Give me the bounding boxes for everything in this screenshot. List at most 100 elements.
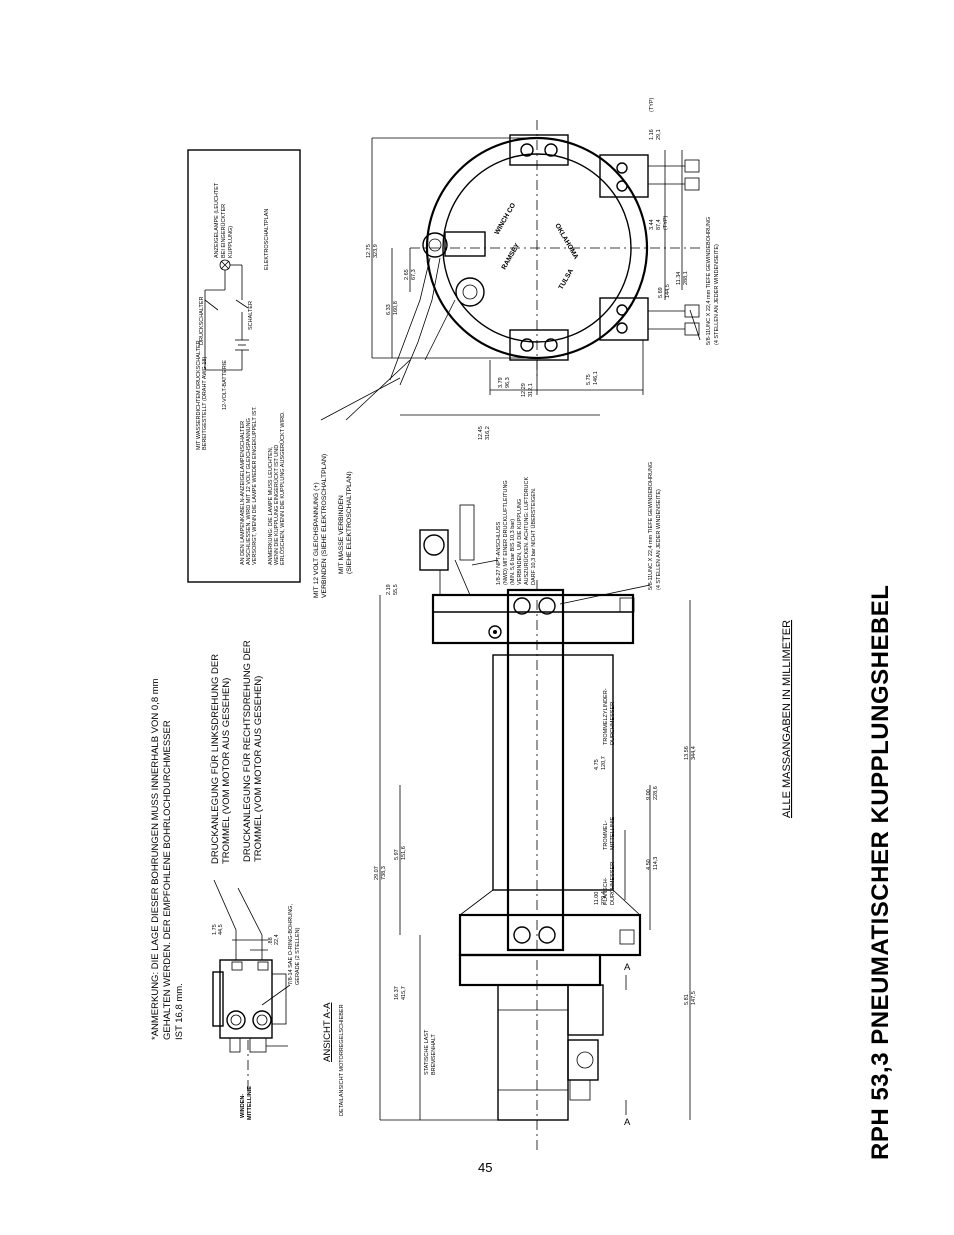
svg-text:WENN DIE KUPPLUNG EINGERÜCKT I: WENN DIE KUPPLUNG EINGERÜCKT IST UND (273, 445, 280, 565)
svg-text:MITTELLINIE: MITTELLINIE (610, 816, 616, 850)
svg-text:VERBINDEN, UM DIE KUPPLUNG: VERBINDEN, UM DIE KUPPLUNG (517, 499, 523, 585)
svg-text:(SIEHE ELEKTROSCHALTPLAN): (SIEHE ELEKTROSCHALTPLAN) (346, 471, 353, 574)
svg-text:AN DEN LAMPENKABELN-ANZEIGELAM: AN DEN LAMPENKABELN-ANZEIGELAMPENSCHALTE… (240, 421, 246, 565)
svg-text:12.29: 12.29 (521, 383, 527, 397)
svg-text:RAMSEY: RAMSEY (501, 242, 522, 271)
svg-text:WINCH CO: WINCH CO (494, 202, 518, 236)
svg-text:738,3: 738,3 (381, 866, 387, 880)
svg-text:*ANMERKUNG: DIE LAGE DIESER BO: *ANMERKUNG: DIE LAGE DIESER BOHRUNGEN MU… (150, 678, 161, 1040)
svg-text:279,4: 279,4 (601, 891, 607, 905)
svg-text:TULSA: TULSA (558, 268, 575, 291)
svg-text:MIT MASSE VERBINDEN: MIT MASSE VERBINDEN (338, 495, 345, 574)
svg-text:228,6: 228,6 (653, 786, 659, 800)
svg-text:3.44: 3.44 (649, 219, 655, 230)
svg-text:(MIN. 5,6 bar BIS 10,3 bar): (MIN. 5,6 bar BIS 10,3 bar) (510, 519, 516, 585)
svg-text:STATISCHE LAST: STATISCHE LAST (424, 1029, 430, 1075)
svg-text:DARF 10,3 bar NICHT ÜBERSTEIGE: DARF 10,3 bar NICHT ÜBERSTEIGEN. (530, 487, 537, 585)
svg-text:1.75: 1.75 (212, 924, 218, 935)
svg-text:.88: .88 (268, 937, 274, 945)
svg-text:67,3: 67,3 (411, 269, 417, 280)
winch-end-view: RAMSEY WINCH CO TULSA OKLAHOMA (389, 120, 700, 386)
svg-text:SCHALTER: SCHALTER (248, 301, 254, 330)
thread-bottom-note: 5/8-11UNC X 22,4 mm TIEFE GEWINDEBOHRUNG… (559, 462, 662, 605)
svg-text:1/8-27 NPT-ANSCHLUSS: 1/8-27 NPT-ANSCHLUSS (496, 521, 502, 585)
svg-text:ANMERKUNG: DIE LAMPE MUSS LEUC: ANMERKUNG: DIE LAMPE MUSS LEUCHTEN, (268, 446, 274, 565)
svg-text:(TYP): (TYP) (663, 215, 669, 230)
svg-text:160,8: 160,8 (393, 301, 399, 315)
svg-text:BREMSENHALT: BREMSENHALT (431, 1034, 437, 1075)
svg-text:AUSZURÜCKEN. ACHTUNG: LUFTDRUC: AUSZURÜCKEN. ACHTUNG: LUFTDRUCK (523, 476, 530, 585)
svg-text:FLANSCH-: FLANSCH- (603, 877, 609, 905)
svg-text:9.00: 9.00 (646, 789, 652, 800)
svg-text:ELEKTROSCHALTPLAN: ELEKTROSCHALTPLAN (264, 209, 270, 270)
svg-text:MIT 12 VOLT GLEICHSPANNUNG (+): MIT 12 VOLT GLEICHSPANNUNG (+) (313, 482, 320, 598)
svg-text:DRUCKANLEGUNG FÜR RECHTSDREHUN: DRUCKANLEGUNG FÜR RECHTSDREHUNG DER (242, 640, 253, 862)
svg-text:GEHALTEN WERDEN. DER EMPFOHLEN: GEHALTEN WERDEN. DER EMPFOHLENE BOHRLOCH… (162, 720, 173, 1040)
view-a-a: 1.75 44,5 .88 22,4 7/8-14 SAE O-RING-BOH… (212, 879, 301, 1120)
svg-text:29,1: 29,1 (656, 129, 662, 140)
svg-text:(NWD) MIT EINER DRUCKLUFTLEITU: (NWD) MIT EINER DRUCKLUFTLEITUNG (503, 480, 509, 585)
units-note: ALLE MASSANGABEN IN MILLIMETER (781, 620, 793, 818)
svg-text:22,4: 22,4 (274, 934, 280, 945)
svg-text:5.81: 5.81 (684, 994, 690, 1005)
page-title: RPH 53,3 PNEUMATISCHER KUPPLUNGSHEBEL (867, 585, 894, 1160)
svg-text:3.79: 3.79 (498, 377, 504, 388)
svg-text:VERSORGT, WENN DIE LAMPE WIEDE: VERSORGT, WENN DIE LAMPE WIEDER EINGEKUP… (252, 406, 258, 565)
svg-text:MITTELLINIE: MITTELLINIE (247, 1086, 253, 1120)
svg-text:TROMMEL-: TROMMEL- (603, 821, 609, 851)
svg-text:MIT WASSERDICHTEM DRUCKSCHALTE: MIT WASSERDICHTEM DRUCKSCHALTER (196, 340, 202, 450)
svg-text:12.75: 12.75 (366, 244, 372, 258)
svg-text:TROMMELZYLINDER-: TROMMELZYLINDER- (603, 688, 609, 745)
svg-text:WINDEN-: WINDEN- (240, 1094, 246, 1118)
svg-text:114,3: 114,3 (653, 857, 659, 870)
svg-text:344,4: 344,4 (691, 746, 697, 760)
svg-text:29.07: 29.07 (374, 866, 380, 880)
side-view-dims: 29.07 738,3 5.97 151,6 16.37 415,7 13.56… (374, 414, 697, 1128)
page-number: 45 (478, 1160, 492, 1175)
svg-text:BEREITGESTELLT (DRAHT AWG 18): BEREITGESTELLT (DRAHT AWG 18) (202, 357, 208, 450)
svg-text:44,5: 44,5 (218, 924, 224, 935)
svg-text:316,2: 316,2 (485, 426, 491, 440)
winch-side-view (419, 504, 642, 1150)
svg-text:4.75: 4.75 (594, 759, 600, 770)
svg-text:5.75: 5.75 (586, 374, 592, 385)
npt-note: 1/8-27 NPT-ANSCHLUSS (NWD) MIT EINER DRU… (471, 476, 537, 585)
svg-text:TROMMEL (VOM MOTOR AUS GESEHEN: TROMMEL (VOM MOTOR AUS GESEHEN) (253, 676, 264, 862)
svg-text:DURCHMESSER: DURCHMESSER (610, 702, 616, 745)
svg-text:288,1: 288,1 (683, 271, 689, 285)
view-label: ANSICHT A-A (322, 1002, 333, 1062)
svg-text:VERBINDEN (SIEHE ELEKTROSCHALT: VERBINDEN (SIEHE ELEKTROSCHALTPLAN) (321, 454, 328, 598)
wiring-schematic: DRUCKSCHALTER ANZEIGELAMPE (LEUCHTET BEI… (187, 149, 301, 583)
end-view-dims: 12.75 323,9 6.33 160,8 2.65 67,3 3.79 96… (366, 97, 720, 397)
svg-text:DRUCKSCHALTER: DRUCKSCHALTER (199, 296, 205, 345)
svg-text:A: A (624, 962, 631, 973)
svg-text:GERADE (2 STELLEN): GERADE (2 STELLEN) (295, 927, 301, 985)
svg-text:12-VOLT-BATTERIE: 12-VOLT-BATTERIE (222, 360, 228, 410)
svg-text:ANZEIGELAMPE (LEUCHTET: ANZEIGELAMPE (LEUCHTET (214, 182, 220, 258)
connect-notes: MIT 12 VOLT GLEICHSPANNUNG (+) VERBINDEN… (313, 359, 411, 598)
svg-text:IST 16,8 mm.: IST 16,8 mm. (174, 983, 185, 1040)
svg-text:96,3: 96,3 (505, 377, 511, 388)
bore-note: *ANMERKUNG: DIE LAGE DIESER BOHRUNGEN MU… (150, 678, 185, 1040)
svg-text:OKLAHOMA: OKLAHOMA (553, 223, 579, 261)
svg-text:DURCHMESSER: DURCHMESSER (610, 862, 616, 905)
svg-text:87,4: 87,4 (656, 219, 662, 230)
svg-text:6.33: 6.33 (386, 304, 392, 315)
svg-text:(TYP): (TYP) (649, 97, 655, 112)
svg-text:1.16: 1.16 (649, 129, 655, 140)
svg-text:5/8-11UNC X 22,4 mm TIEFE GEWI: 5/8-11UNC X 22,4 mm TIEFE GEWINDEBOHRUNG (706, 217, 712, 345)
svg-text:146,1: 146,1 (593, 371, 599, 385)
svg-text:16.37: 16.37 (394, 986, 400, 1000)
svg-text:5.97: 5.97 (394, 849, 400, 860)
svg-text:144,5: 144,5 (665, 284, 671, 298)
svg-text:13.56: 13.56 (684, 746, 690, 760)
svg-text:BEI EINGERÜCKTER: BEI EINGERÜCKTER (220, 204, 227, 258)
svg-text:312,1: 312,1 (528, 383, 534, 397)
svg-text:12.45: 12.45 (478, 426, 484, 440)
svg-text:(4 STELLEN AN JEDER WINDENSEIT: (4 STELLEN AN JEDER WINDENSEITE) (714, 244, 720, 345)
svg-text:7/8-14 SAE O-RING-BOHRUNG,: 7/8-14 SAE O-RING-BOHRUNG, (288, 904, 294, 985)
svg-text:120,7: 120,7 (601, 756, 607, 770)
pressure-notes: DRUCKANLEGUNG FÜR LINKSDREHUNG DER TROMM… (210, 640, 264, 864)
svg-text:323,9: 323,9 (373, 244, 379, 258)
